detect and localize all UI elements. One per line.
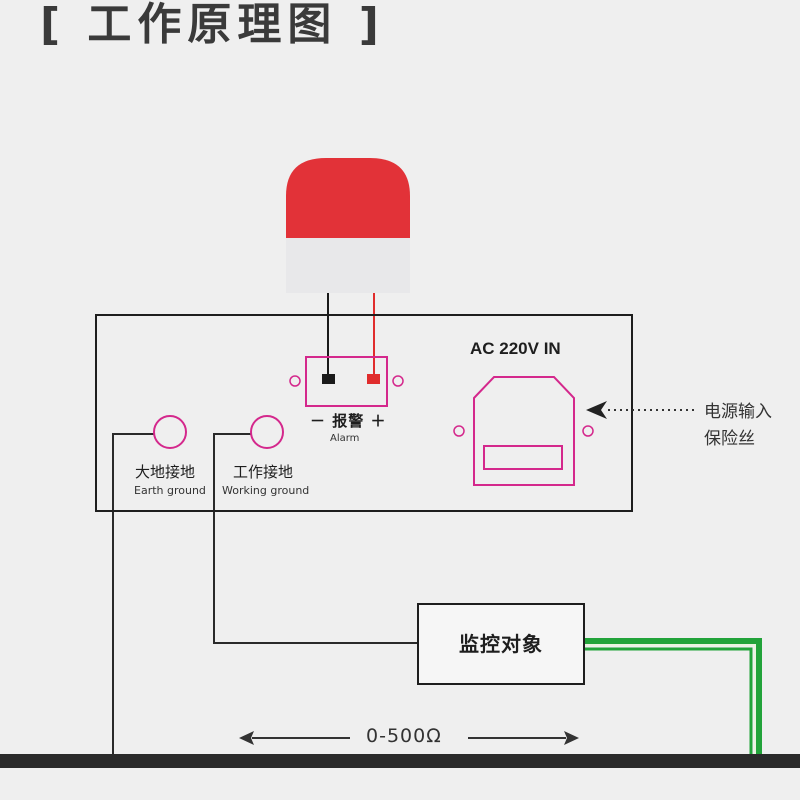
range-arrow-right-head <box>564 731 579 745</box>
working-ground-label-en: Working ground <box>222 484 310 497</box>
power-inlet-hole-right <box>582 425 594 437</box>
power-inlet-hole-left <box>453 425 465 437</box>
power-inlet-fuse-drawer <box>483 445 563 470</box>
monitor-target-box <box>417 603 585 685</box>
green-ground-wire-inner <box>584 647 753 755</box>
fuse-callout: 电源输入 保险丝 <box>704 399 772 453</box>
alarm-mount-hole-right <box>392 375 404 387</box>
earth-ground-terminal <box>153 415 187 449</box>
working-ground-terminal <box>250 415 284 449</box>
fuse-callout-line2: 保险丝 <box>704 429 755 449</box>
alarm-label: － 报警 ＋ <box>310 412 387 430</box>
range-arrow-left-head <box>239 731 254 745</box>
earth-ground-bar <box>0 754 800 768</box>
resistance-range-label: 0-500Ω <box>366 725 442 747</box>
power-input-label: AC 220V IN <box>470 339 561 358</box>
alarm-connector <box>305 356 388 407</box>
green-ground-wire-outer <box>584 638 762 755</box>
earth-ground-wire <box>112 433 154 754</box>
working-ground-wire <box>213 433 418 644</box>
alarm-lamp-dome <box>286 158 410 238</box>
earth-ground-label: 大地接地 <box>135 463 196 481</box>
alarm-mount-hole-left <box>289 375 301 387</box>
power-inlet-socket <box>473 376 575 486</box>
alarm-terminal-positive <box>367 374 380 384</box>
alarm-label-en: Alarm <box>330 433 360 444</box>
page-title: [ 工作原理图 ] <box>40 0 385 50</box>
controller-panel <box>95 314 633 512</box>
alarm-terminal-negative <box>322 374 335 384</box>
fuse-callout-line1: 电源输入 <box>704 402 772 422</box>
earth-ground-label-en: Earth ground <box>134 484 206 497</box>
working-ground-label: 工作接地 <box>233 463 294 481</box>
fuse-pointer-arrowhead <box>586 401 607 419</box>
alarm-lamp-base <box>286 238 410 293</box>
green-ground-wire-stripe <box>584 644 756 755</box>
monitor-target-label: 监控对象 <box>459 632 543 656</box>
